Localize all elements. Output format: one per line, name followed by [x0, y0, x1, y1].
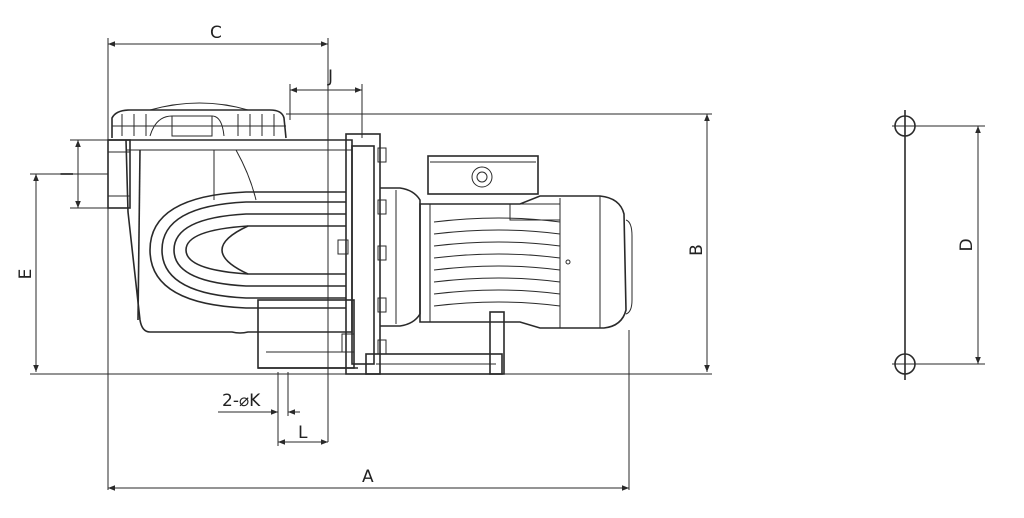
mounting-hole-view	[892, 110, 985, 380]
dim-label-e: E	[16, 269, 36, 280]
volute-ribs	[149, 191, 346, 309]
motor-flange	[337, 133, 387, 375]
strainer-housing	[108, 139, 353, 334]
pump-side-view	[107, 102, 633, 375]
strainer-lid	[111, 102, 287, 139]
motor-body	[419, 195, 633, 329]
dim-label-b: B	[687, 244, 707, 256]
pump-foot	[257, 299, 358, 369]
dimension-lines	[30, 38, 981, 491]
dim-label-j: J	[327, 67, 333, 87]
terminal-box	[427, 155, 539, 195]
dim-label-a: A	[362, 467, 374, 487]
dim-label-i: I	[58, 171, 78, 176]
dimension-labels: C J A L 2-⌀K B E I D	[16, 23, 977, 487]
dim-label-l: L	[298, 423, 308, 443]
dim-label-d: D	[957, 238, 977, 251]
dim-label-c: C	[210, 23, 222, 43]
dim-label-k: 2-⌀K	[222, 391, 261, 411]
